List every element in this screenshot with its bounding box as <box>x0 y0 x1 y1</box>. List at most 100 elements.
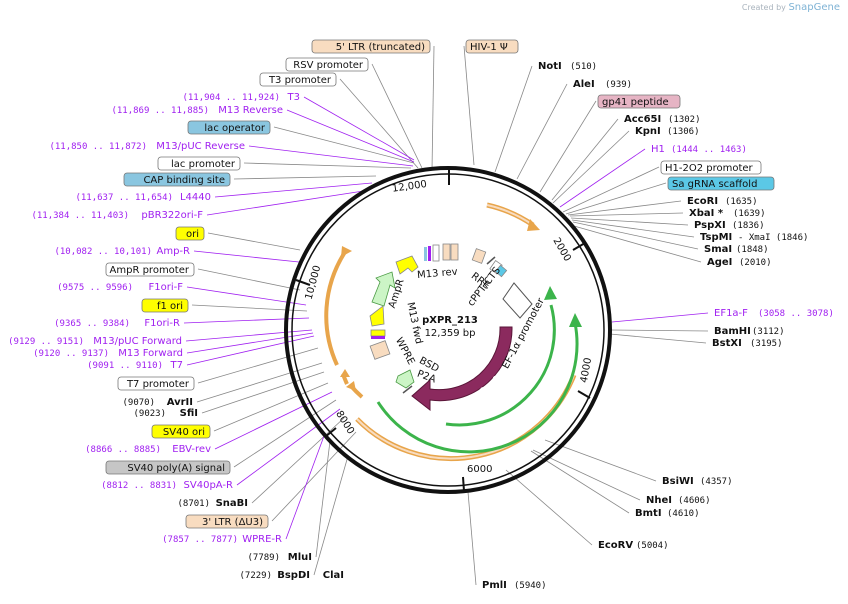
leader-sv40pa-r <box>236 408 341 486</box>
label-lac-promoter: lac promoter <box>157 156 241 171</box>
label-agei: AgeI(2010) <box>707 257 772 268</box>
label-text-3-ltr-u3: 3' LTR (ΔU3) <box>202 517 263 528</box>
leader-rsv-promoter <box>371 63 423 169</box>
label-pos-sfii: (9023) <box>133 409 166 419</box>
label-l4440: L4440(11,637 .. 11,654) <box>75 192 211 203</box>
ori-feature <box>395 255 419 275</box>
ampr-feature <box>371 271 396 307</box>
label-text-m13-puc-reverse: M13/pUC Reverse <box>156 141 245 152</box>
label-text-snabi: SnaBI <box>216 498 248 509</box>
label-sv40-poly-a-signal: SV40 poly(A) signal <box>105 460 231 475</box>
label-text-acc65i: Acc65I <box>624 114 661 125</box>
label-m13-puc-forward: M13/pUC Forward(9129 .. 9151) <box>8 336 182 347</box>
small-orange-arc-2-head <box>346 381 356 391</box>
cas9-feature <box>411 326 513 412</box>
label-text-t3-promoter: T3 promoter <box>268 75 332 86</box>
label-ebv-rev: EBV-rev(8866 .. 8885) <box>85 444 211 455</box>
leader-5-ltr-truncated <box>431 45 435 171</box>
label-pos-nhei: (4606) <box>678 496 711 506</box>
label-text-ori: ori <box>186 229 199 240</box>
label-text-ecorv: EcoRV <box>598 540 633 551</box>
leader-pmli <box>467 491 477 586</box>
label-m13-fwd: M13 fwd <box>404 301 424 345</box>
wpre-feature <box>369 340 391 360</box>
leader-acc65i <box>551 118 619 201</box>
label-pos-h1: (1444 .. 1463) <box>671 145 747 155</box>
rsv-box <box>432 244 440 262</box>
label-pos-bmti: (4610) <box>667 509 700 519</box>
label-text-pspxi: PspXI <box>694 220 726 231</box>
label-text-pmli: PmlI <box>482 580 507 591</box>
p2a-mark <box>402 385 413 394</box>
leader-xbai <box>569 212 684 217</box>
label-pmli: PmlI(5940) <box>482 580 547 591</box>
label-text-amp-r: Amp-R <box>157 246 191 257</box>
label-ecori: EcoRI(1635) <box>687 196 758 207</box>
label-pbr322ori-f: pBR322ori-F(11,384 .. 11,403) <box>31 210 203 221</box>
leader-alei <box>516 83 568 180</box>
label-ecorv: EcoRV(5004) <box>598 540 669 551</box>
label-text-lac-operator: lac operator <box>204 123 265 134</box>
label-mlui: MluI(7789) <box>247 552 312 563</box>
label-text-mlui: MluI <box>288 552 312 563</box>
label-hiv-1: HIV-1 Ψ <box>465 39 519 54</box>
tick-4000 <box>577 390 591 399</box>
label-pos-avrii: (9070) <box>122 398 155 408</box>
label-text-lac-promoter: lac promoter <box>171 159 236 170</box>
label-text-agei: AgeI <box>707 257 732 268</box>
label-box-t7-promoter <box>117 376 195 391</box>
leader-lac-promoter <box>243 162 412 169</box>
green-arc-outer-head <box>569 313 582 327</box>
leader-sv40-ori <box>213 382 329 432</box>
leader-ori <box>207 232 301 251</box>
plasmid-size: 12,359 bp <box>425 328 476 339</box>
label-pos-pspxi: (1836) <box>732 221 765 231</box>
label-sa-grna-scaffold: Sa gRNA scaffold <box>667 176 775 191</box>
leader-m13-puc-reverse <box>248 145 414 167</box>
clai-dash: - <box>302 570 306 581</box>
label-pos-t3: (11,904 .. 11,924) <box>182 93 280 103</box>
label-box-t3-promoter <box>259 72 337 87</box>
ampr-promoter-arc <box>324 250 347 366</box>
label-text-bsiwi: BsiWI <box>662 476 694 487</box>
label-ef1a-f: EF1a-F(3058 .. 3078) <box>714 308 834 319</box>
label-pos-m13-reverse: (11,869 .. 11,885) <box>111 106 209 116</box>
label-text-sv40pa-r: SV40pA-R <box>184 480 233 491</box>
ltr-arc-top-right-head <box>527 219 540 231</box>
label-bsiwi: BsiWI (4357) <box>662 476 733 487</box>
label-box-ampr-promoter <box>105 262 195 277</box>
leader-mlui <box>315 440 331 558</box>
label-pos-wpre-r: (7857 .. 7877) <box>162 535 238 545</box>
ltr-arc-top-right <box>486 202 535 228</box>
leader-bamhi <box>610 329 709 332</box>
label-smai: SmaI(1848) <box>704 244 769 255</box>
label-sfii: SfiI(9023) <box>133 408 198 419</box>
tick-6000 <box>462 476 465 492</box>
label-text-rsv-promoter: RSV promoter <box>293 60 364 71</box>
leader-f1ori-f <box>186 286 307 306</box>
label-pos-f1ori-r: (9365 .. 9384) <box>54 319 130 329</box>
ef1a-promoter-feature <box>502 282 533 319</box>
label-pos-bsiwi: (4357) <box>700 477 733 487</box>
label-t3: T3(11,904 .. 11,924) <box>182 92 300 103</box>
leader-bstxi <box>609 333 707 344</box>
label-bamhi: BamHI(3112) <box>714 326 785 337</box>
label-3-ltr-u3: 3' LTR (ΔU3) <box>185 514 269 529</box>
label-text-ecori: EcoRI <box>687 196 718 207</box>
green-arc-inner <box>445 304 556 427</box>
label-t7-promoter: T7 promoter <box>117 376 195 391</box>
lac-box <box>424 247 427 261</box>
leader-kpni <box>552 130 630 204</box>
leader-ecori <box>567 200 682 216</box>
snapgene-brand: Created by SnapGene <box>742 2 840 13</box>
leader-m13-forward <box>186 332 314 354</box>
leader-bspdi <box>313 455 349 576</box>
label-text-sv40-ori: SV40 ori <box>163 427 205 438</box>
label-text-ampr-promoter: AmpR promoter <box>110 265 190 276</box>
leader-ecorv <box>505 469 593 546</box>
label-text-h1-2o2-promoter: H1-2O2 promoter <box>665 163 754 174</box>
label-text-xbai: XbaI * <box>689 208 724 219</box>
leader-bmti <box>530 450 630 514</box>
label-box-f1-ori <box>141 298 189 313</box>
